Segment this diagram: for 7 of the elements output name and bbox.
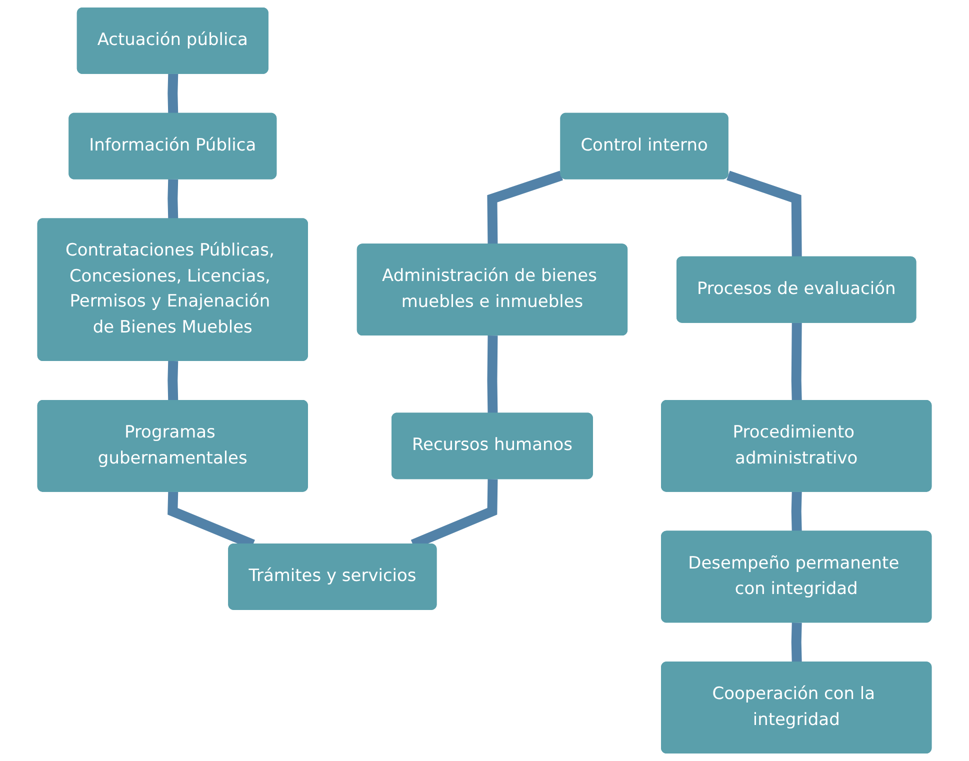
connector: [487, 336, 498, 414]
connector: [168, 360, 178, 402]
connector: [791, 322, 802, 402]
connector: [168, 74, 178, 114]
connector: [791, 492, 802, 532]
connector: [791, 622, 802, 663]
connector: [168, 179, 178, 220]
